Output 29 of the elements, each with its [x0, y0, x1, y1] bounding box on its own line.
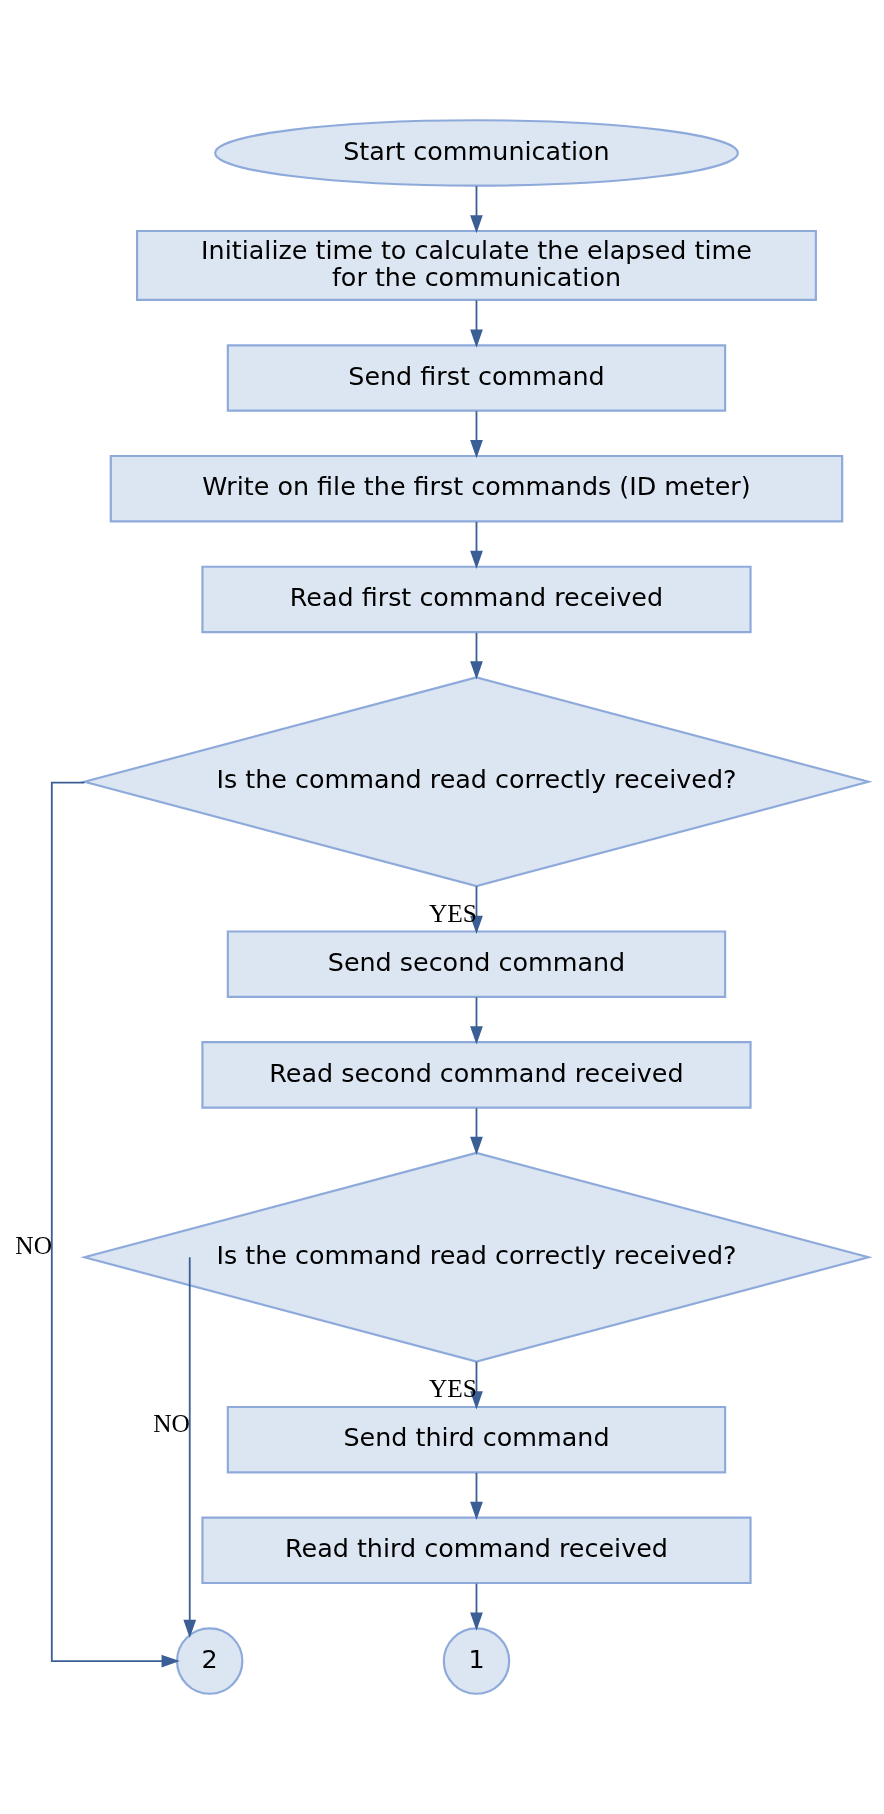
arrow	[470, 521, 483, 569]
arrow	[470, 299, 483, 348]
arrow	[470, 996, 483, 1045]
node-circle: 2	[175, 1627, 244, 1695]
node-box: Read third command received	[201, 1516, 752, 1585]
edge-label: NO	[153, 1409, 190, 1438]
node-box: Read first command received	[201, 565, 752, 634]
arrow	[470, 1582, 483, 1631]
edge-label: YES	[428, 898, 477, 927]
node-box: Initialize time to calculate the elapsed time for the communication	[136, 229, 817, 301]
node-box: Write on file the first commands (ID meter)	[109, 454, 844, 523]
node-box: Read second command received	[201, 1041, 752, 1109]
node-ellipse: Start communication	[214, 119, 739, 187]
arrow	[50, 781, 180, 1668]
node-box: Send second command	[226, 930, 727, 998]
node-box: Send third command	[226, 1405, 727, 1474]
arrow	[470, 1471, 483, 1520]
node-box: Send first command	[226, 344, 727, 412]
arrow	[470, 410, 483, 459]
node-diamond: Is the command read correctly received?	[80, 676, 873, 888]
edge-label: NO	[15, 1230, 52, 1259]
arrow	[183, 1256, 197, 1638]
node-circle: 1	[442, 1627, 511, 1695]
arrow	[470, 1360, 483, 1410]
arrow	[470, 185, 483, 234]
edge-label: YES	[428, 1374, 477, 1403]
node-diamond: Is the command read correctly received?	[80, 1151, 873, 1363]
arrow	[470, 631, 483, 680]
arrow	[470, 1107, 483, 1156]
